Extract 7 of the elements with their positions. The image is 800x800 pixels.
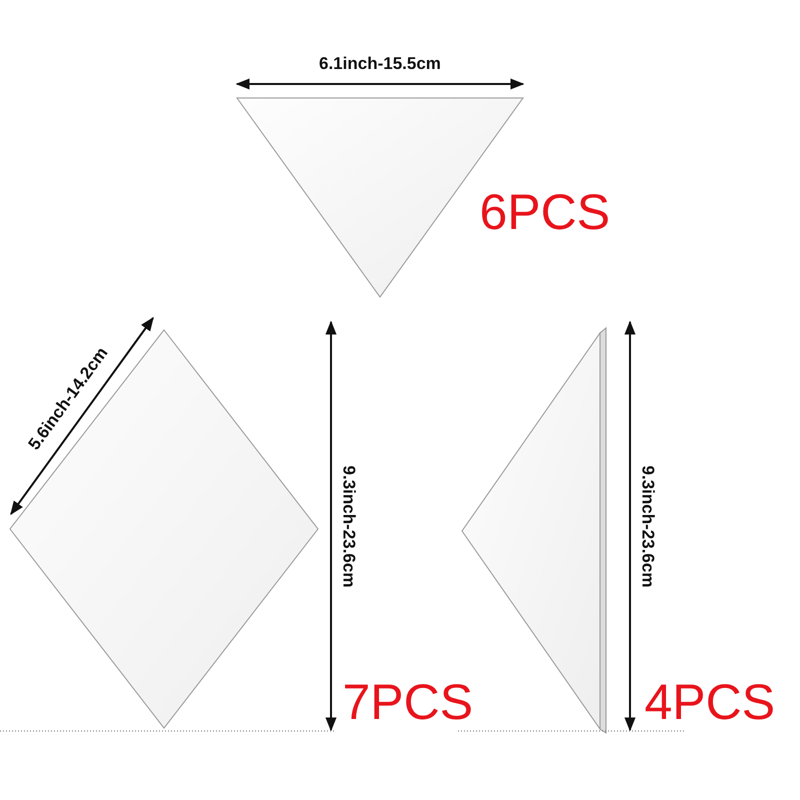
dimension-label: 6.1inch-15.5cm: [319, 54, 441, 72]
quantity-label: 4PCS: [644, 677, 776, 727]
dimension-label: 9.3inch-23.6cm: [340, 465, 358, 587]
quantity-label: 6PCS: [480, 187, 610, 237]
dimension-label: 9.3inch-23.6cm: [639, 465, 656, 587]
rhombus-mirror-piece: [9, 329, 319, 729]
quantity-label: 7PCS: [342, 677, 474, 727]
